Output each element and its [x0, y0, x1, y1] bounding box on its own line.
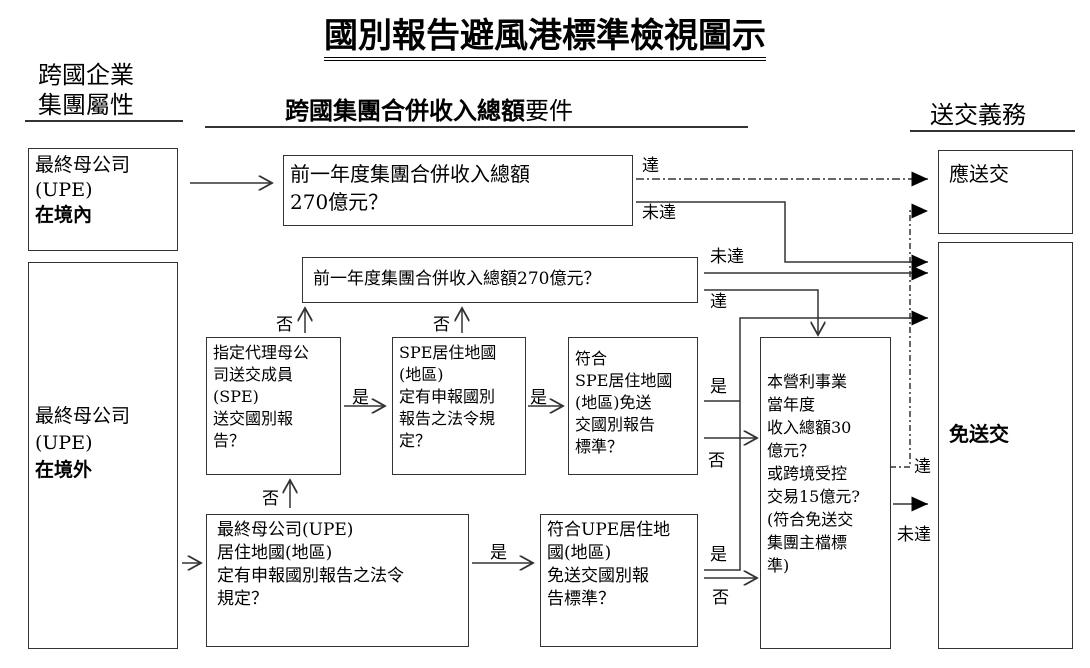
box-exempt: 免送交: [938, 242, 1073, 649]
label-reach: 達: [914, 457, 931, 477]
header-revenue-requirement: 跨國集團合併收入總額要件: [285, 96, 573, 125]
label-no: 否: [708, 451, 725, 471]
label-no: 否: [276, 315, 293, 335]
divider: [205, 126, 748, 128]
box-must-submit: 應送交: [938, 150, 1073, 234]
page-title: 國別報告避風港標準檢視圖示: [0, 8, 1090, 61]
label-not-reach: 未達: [642, 203, 676, 223]
header-entity-attribute: 跨國企業 集團屬性: [38, 61, 134, 119]
label-reach: 達: [642, 156, 659, 176]
box-q-local-entity: 本營利事業 當年度 收入總額30 億元？ 或跨境受控 交易15億元? (符合免送…: [760, 337, 891, 649]
label-reach: 達: [710, 292, 727, 312]
label-yes: 是: [710, 545, 727, 565]
divider: [25, 120, 183, 122]
arrow-foreign-reach: [704, 289, 818, 335]
box-q-upe-country-law: 最終母公司(UPE) 居住地國(地區) 定有申報國別報告之法令 規定？: [206, 514, 469, 647]
arrow-local-reach: [890, 203, 928, 468]
divider: [910, 130, 1075, 132]
label-no: 否: [433, 315, 450, 335]
label-no: 否: [262, 489, 279, 509]
box-q-revenue-foreign: 前一年度集團合併收入總額270億元？: [302, 257, 698, 303]
arrow-exempt-yes: [704, 310, 928, 571]
box-upe-domestic: 最終母公司 (UPE) 在境內: [28, 148, 178, 251]
box-q-revenue-domestic: 前一年度集團合併收入總額 270億元？: [283, 155, 633, 226]
box-upe-foreign: 最終母公司 (UPE) 在境外: [28, 262, 178, 649]
label-yes: 是: [530, 388, 547, 408]
header-obligation: 送交義務: [930, 101, 1026, 129]
arrow-not-reach-exempt: [636, 201, 928, 270]
label-yes: 是: [490, 543, 507, 563]
label-yes: 是: [710, 377, 727, 397]
box-q-spe-designated: 指定代理母公 司送交成員 (SPE) 送交國別報 告？: [206, 337, 341, 475]
label-no: 否: [712, 588, 729, 608]
label-yes: 是: [352, 388, 369, 408]
box-q-spe-exempt: 符合 SPE居住地國 (地區)免送 交國別報告 標準？: [568, 337, 698, 475]
box-q-spe-country-law: SPE居住地國 (地區) 定有申報國別 報告之法令規 定？: [392, 337, 526, 475]
box-q-upe-exempt: 符合UPE居住地 國(地區) 免送交國別報 告標準？: [540, 514, 698, 647]
label-not-reach: 未達: [710, 247, 744, 267]
label-not-reach: 未達: [897, 525, 931, 545]
